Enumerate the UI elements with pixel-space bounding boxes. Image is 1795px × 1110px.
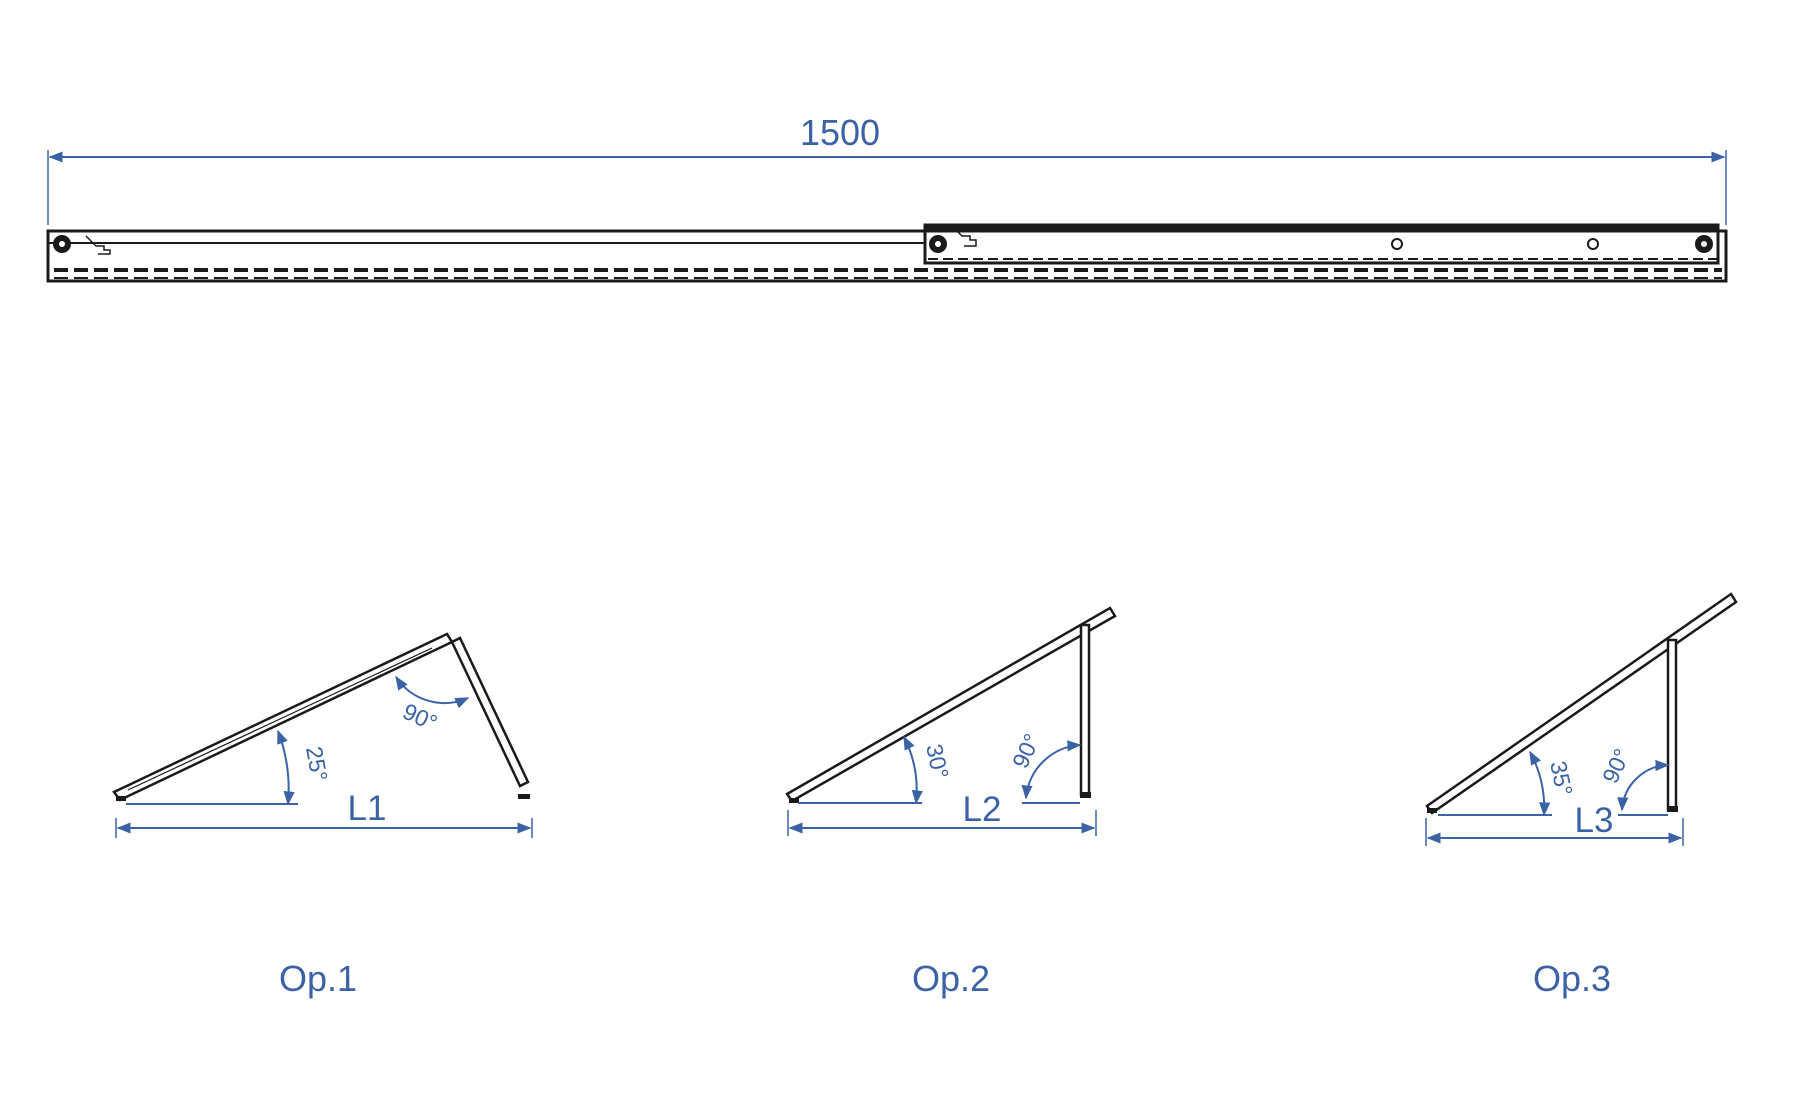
- rail-assembly: 1500: [46, 112, 1728, 283]
- overall-dimension-label: 1500: [800, 112, 880, 153]
- option-3-length-label: L3: [1575, 801, 1614, 840]
- adjust-hole-2: [1587, 238, 1599, 250]
- option-3-tilt-angle: 35°: [1545, 759, 1578, 798]
- option-1-diagram: L1 25° 90° Op.1: [112, 632, 533, 999]
- option-3-right-angle: 90°: [1597, 745, 1635, 788]
- option-2-caption: Op.2: [912, 958, 990, 999]
- option-2-tilt-angle: 30°: [921, 742, 954, 781]
- adjust-hole-1: [1391, 238, 1403, 250]
- option-2-diagram: L2 30° 90° Op.2: [785, 606, 1117, 999]
- option-3-caption: Op.3: [1533, 958, 1611, 999]
- option-1-caption: Op.1: [279, 958, 357, 999]
- option-1-tilt-angle: 25°: [301, 744, 333, 783]
- option-1-right-angle: 90°: [399, 698, 442, 736]
- option-2-length-label: L2: [963, 790, 1002, 829]
- option-3-diagram: L3 35° 90° Op.3: [1425, 592, 1738, 999]
- option-1-length-label: L1: [348, 789, 387, 828]
